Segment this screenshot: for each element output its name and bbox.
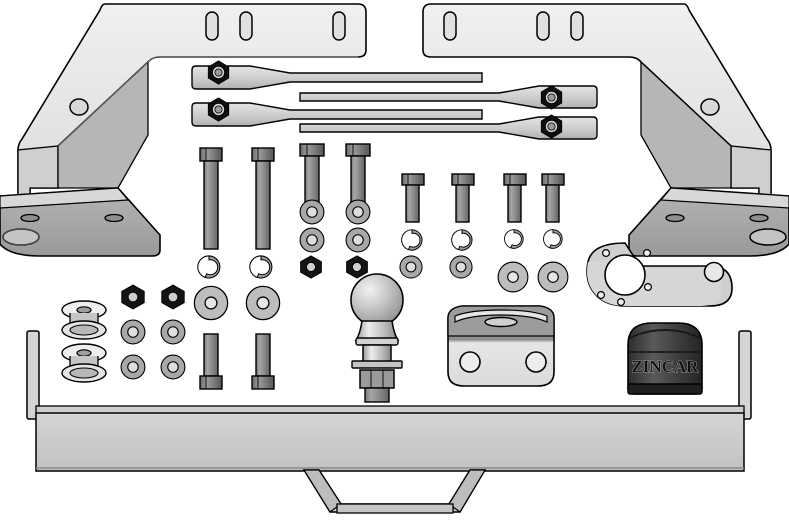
socket-block-top-hole <box>484 316 518 328</box>
spool-spacer-group <box>61 300 107 383</box>
right-bracket-slots <box>443 11 584 41</box>
left-bracket-foot <box>0 187 161 257</box>
large-flat-washer-3 <box>497 261 529 293</box>
small-flat-washer-9 <box>120 354 146 380</box>
tow-ball-neck <box>354 320 400 341</box>
tow-ball-washer <box>351 360 403 369</box>
flange-end-hole <box>703 261 725 283</box>
short-hex-bolt-group <box>399 173 569 293</box>
inverted-hex-bolt-2 <box>251 333 275 390</box>
cross-bar-end-plate-right <box>738 330 752 420</box>
small-flat-washer-1 <box>299 199 325 225</box>
main-cross-bar <box>26 330 752 472</box>
flange-central-hole <box>604 254 646 296</box>
small-flat-washer-8 <box>160 319 186 345</box>
small-flat-washer-4 <box>345 227 371 253</box>
small-flat-washer-2 <box>345 199 371 225</box>
left-bracket-pivot-hole <box>69 98 89 116</box>
inverted-hex-bolt-1 <box>199 333 223 390</box>
socket-mounting-block <box>447 305 555 387</box>
small-flat-washer-7 <box>120 319 146 345</box>
tie-rod-4 <box>299 114 598 140</box>
socket-block-hole-right <box>525 351 547 373</box>
ball-cover-cap: ZINCAR <box>627 322 703 395</box>
large-flat-washer-1 <box>193 285 229 321</box>
spool-spacer-1 <box>61 300 107 340</box>
short-hex-bolt-3 <box>503 173 527 223</box>
short-hex-bolt-2 <box>451 173 475 223</box>
socket-block-hole-left <box>459 351 481 373</box>
tow-ball <box>350 273 404 403</box>
electrics-flange-plate <box>586 242 733 307</box>
small-flat-washer-10 <box>160 354 186 380</box>
tie-rod-2 <box>191 97 483 127</box>
long-hex-bolt-1 <box>199 147 223 250</box>
tie-rod-3 <box>299 85 598 110</box>
long-hex-bolt-2 <box>251 147 275 250</box>
cross-bar-end-plate-left <box>26 330 40 420</box>
ball-cover-cap-label: ZINCAR <box>631 357 699 376</box>
trapezoid-drawbar-tube <box>302 469 487 514</box>
tow-ball-nut <box>359 369 395 389</box>
tow-ball-sphere <box>350 273 404 327</box>
short-hex-bolt-1 <box>401 173 425 223</box>
small-flat-washer-5 <box>399 255 423 279</box>
small-flat-washer-3 <box>299 227 325 253</box>
small-flat-washer-6 <box>449 255 473 279</box>
cross-bar-front-face <box>35 412 745 472</box>
medium-hex-bolt-2 <box>345 143 371 203</box>
large-flat-washer-4 <box>537 261 569 293</box>
threaded-tie-rod-group <box>191 60 598 140</box>
tie-rod-1 <box>191 60 483 90</box>
spool-spacer-2 <box>61 343 107 383</box>
inverted-hex-bolt-group <box>199 333 275 390</box>
long-hex-bolt-group <box>193 147 281 321</box>
right-mounting-bracket <box>422 3 789 257</box>
large-flat-washer-2 <box>245 285 281 321</box>
left-bracket-slots <box>205 11 346 41</box>
right-bracket-pivot-hole <box>700 98 720 116</box>
left-mounting-bracket <box>0 3 367 257</box>
medium-hex-bolt-group <box>299 143 371 279</box>
short-hex-bolt-4 <box>541 173 565 223</box>
right-bracket-foot <box>628 187 789 257</box>
